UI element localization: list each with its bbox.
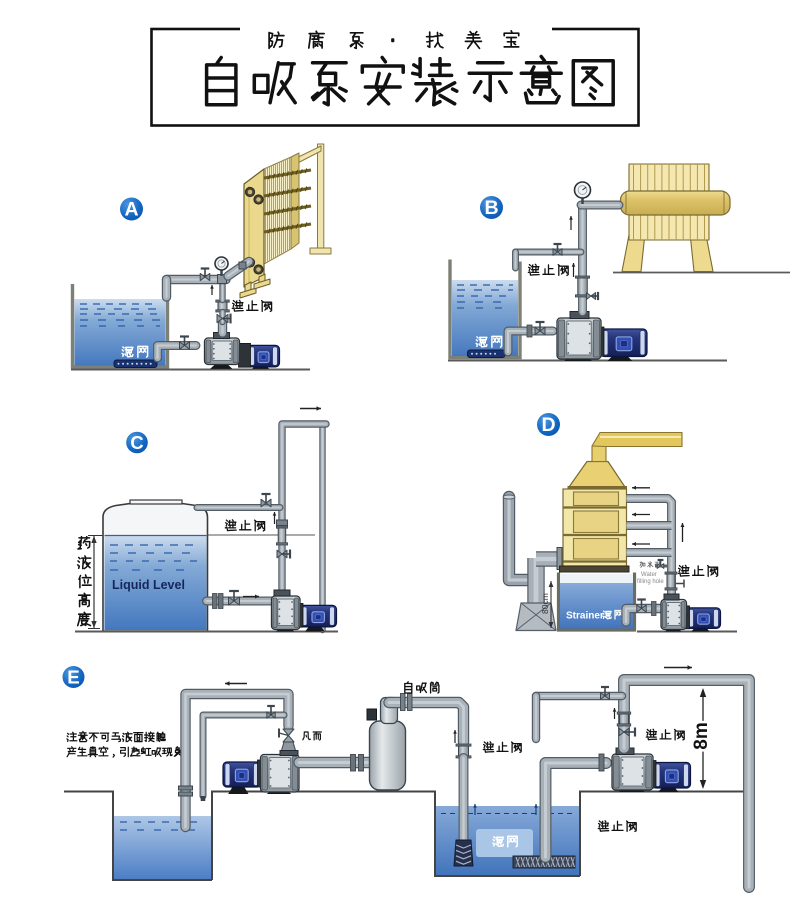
- svg-text:8m: 8m: [691, 722, 712, 749]
- svg-text:A: A: [124, 199, 138, 221]
- svg-text:Strainer: Strainer: [566, 611, 604, 622]
- svg-text:B: B: [484, 197, 498, 219]
- svg-text:E: E: [67, 666, 79, 687]
- svg-text:C: C: [130, 432, 143, 453]
- svg-text:Water: Water: [641, 572, 657, 578]
- svg-text:filling hole: filling hole: [637, 579, 664, 585]
- svg-text:D: D: [541, 414, 555, 436]
- svg-text:80cm: 80cm: [540, 593, 550, 614]
- svg-text:Liquid Level: Liquid Level: [112, 578, 185, 592]
